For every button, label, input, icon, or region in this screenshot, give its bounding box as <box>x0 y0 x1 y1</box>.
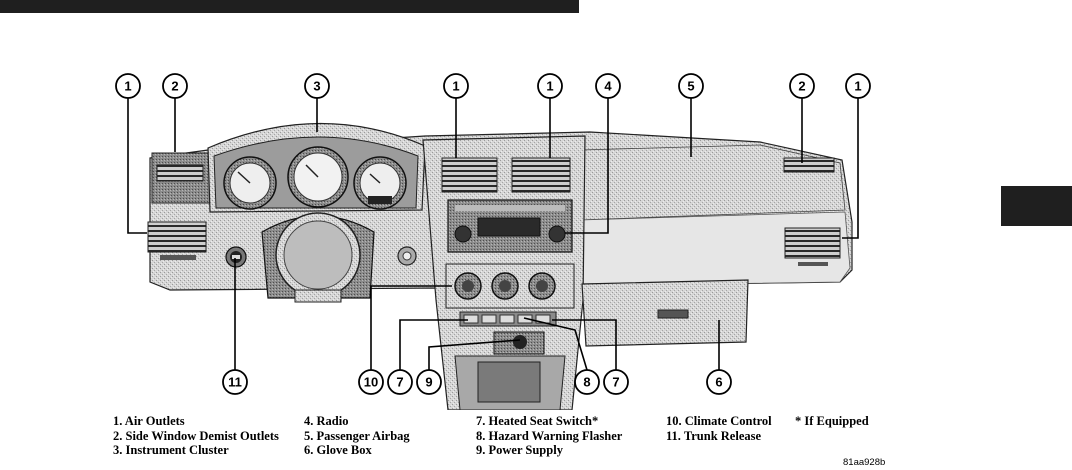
legend-item: 2. Side Window Demist Outlets <box>113 429 279 444</box>
callout-c7a: 7 <box>388 370 412 394</box>
legend-column-5: * If Equipped <box>795 414 869 429</box>
callout-c2a: 2 <box>163 74 187 98</box>
callout-number: 11 <box>228 375 242 390</box>
legend-item: 8. Hazard Warning Flasher <box>476 429 622 444</box>
leader-line <box>128 98 147 233</box>
glove-box <box>582 280 748 346</box>
callout-c4: 4 <box>596 74 620 98</box>
callout-c3: 3 <box>305 74 329 98</box>
callout-number: 5 <box>687 79 694 94</box>
legend-column-2: 4. Radio 5. Passenger Airbag 6. Glove Bo… <box>304 414 410 458</box>
callout-c1a: 1 <box>116 74 140 98</box>
legend-item: * If Equipped <box>795 414 869 429</box>
callout-c9: 9 <box>417 370 441 394</box>
callout-number: 8 <box>583 375 590 390</box>
legend-item: 9. Power Supply <box>476 443 622 458</box>
callout-c1d: 1 <box>846 74 870 98</box>
callout-number: 1 <box>124 79 131 94</box>
callout-c1b: 1 <box>444 74 468 98</box>
legend-item: 10. Climate Control <box>666 414 772 429</box>
callout-number: 10 <box>364 375 378 390</box>
legend-item: 4. Radio <box>304 414 410 429</box>
callout-number: 1 <box>546 79 553 94</box>
legend-column-4: 10. Climate Control 11. Trunk Release <box>666 414 772 443</box>
callout-number: 6 <box>715 375 722 390</box>
callout-c11: 11 <box>223 370 247 394</box>
figure-code: 81aa928b <box>843 457 885 468</box>
callout-c1c: 1 <box>538 74 562 98</box>
callout-c2b: 2 <box>790 74 814 98</box>
legend-item: 5. Passenger Airbag <box>304 429 410 444</box>
callout-c10: 10 <box>359 370 383 394</box>
callout-c8: 8 <box>575 370 599 394</box>
callout-number: 2 <box>798 79 805 94</box>
callout-number: 3 <box>313 79 320 94</box>
legend-item: 1. Air Outlets <box>113 414 279 429</box>
legend-column-3: 7. Heated Seat Switch* 8. Hazard Warning… <box>476 414 622 458</box>
callout-number: 2 <box>171 79 178 94</box>
trunk-release-button <box>226 247 246 267</box>
callout-number: 4 <box>604 79 612 94</box>
steering-wheel <box>262 213 374 302</box>
legend-column-1: 1. Air Outlets 2. Side Window Demist Out… <box>113 414 279 458</box>
center-stack <box>423 136 585 410</box>
legend: 1. Air Outlets 2. Side Window Demist Out… <box>0 414 1072 458</box>
callout-number: 1 <box>854 79 861 94</box>
callout-number: 1 <box>452 79 459 94</box>
callout-c6: 6 <box>707 370 731 394</box>
callout-number: 7 <box>612 375 619 390</box>
callout-c7b: 7 <box>604 370 628 394</box>
legend-item: 6. Glove Box <box>304 443 410 458</box>
legend-item: 3. Instrument Cluster <box>113 443 279 458</box>
callout-c5: 5 <box>679 74 703 98</box>
ignition-switch <box>398 247 416 265</box>
legend-item: 11. Trunk Release <box>666 429 772 444</box>
callout-number: 9 <box>425 375 432 390</box>
callout-number: 7 <box>396 375 403 390</box>
instrument-cluster <box>208 123 425 212</box>
legend-item: 7. Heated Seat Switch* <box>476 414 622 429</box>
